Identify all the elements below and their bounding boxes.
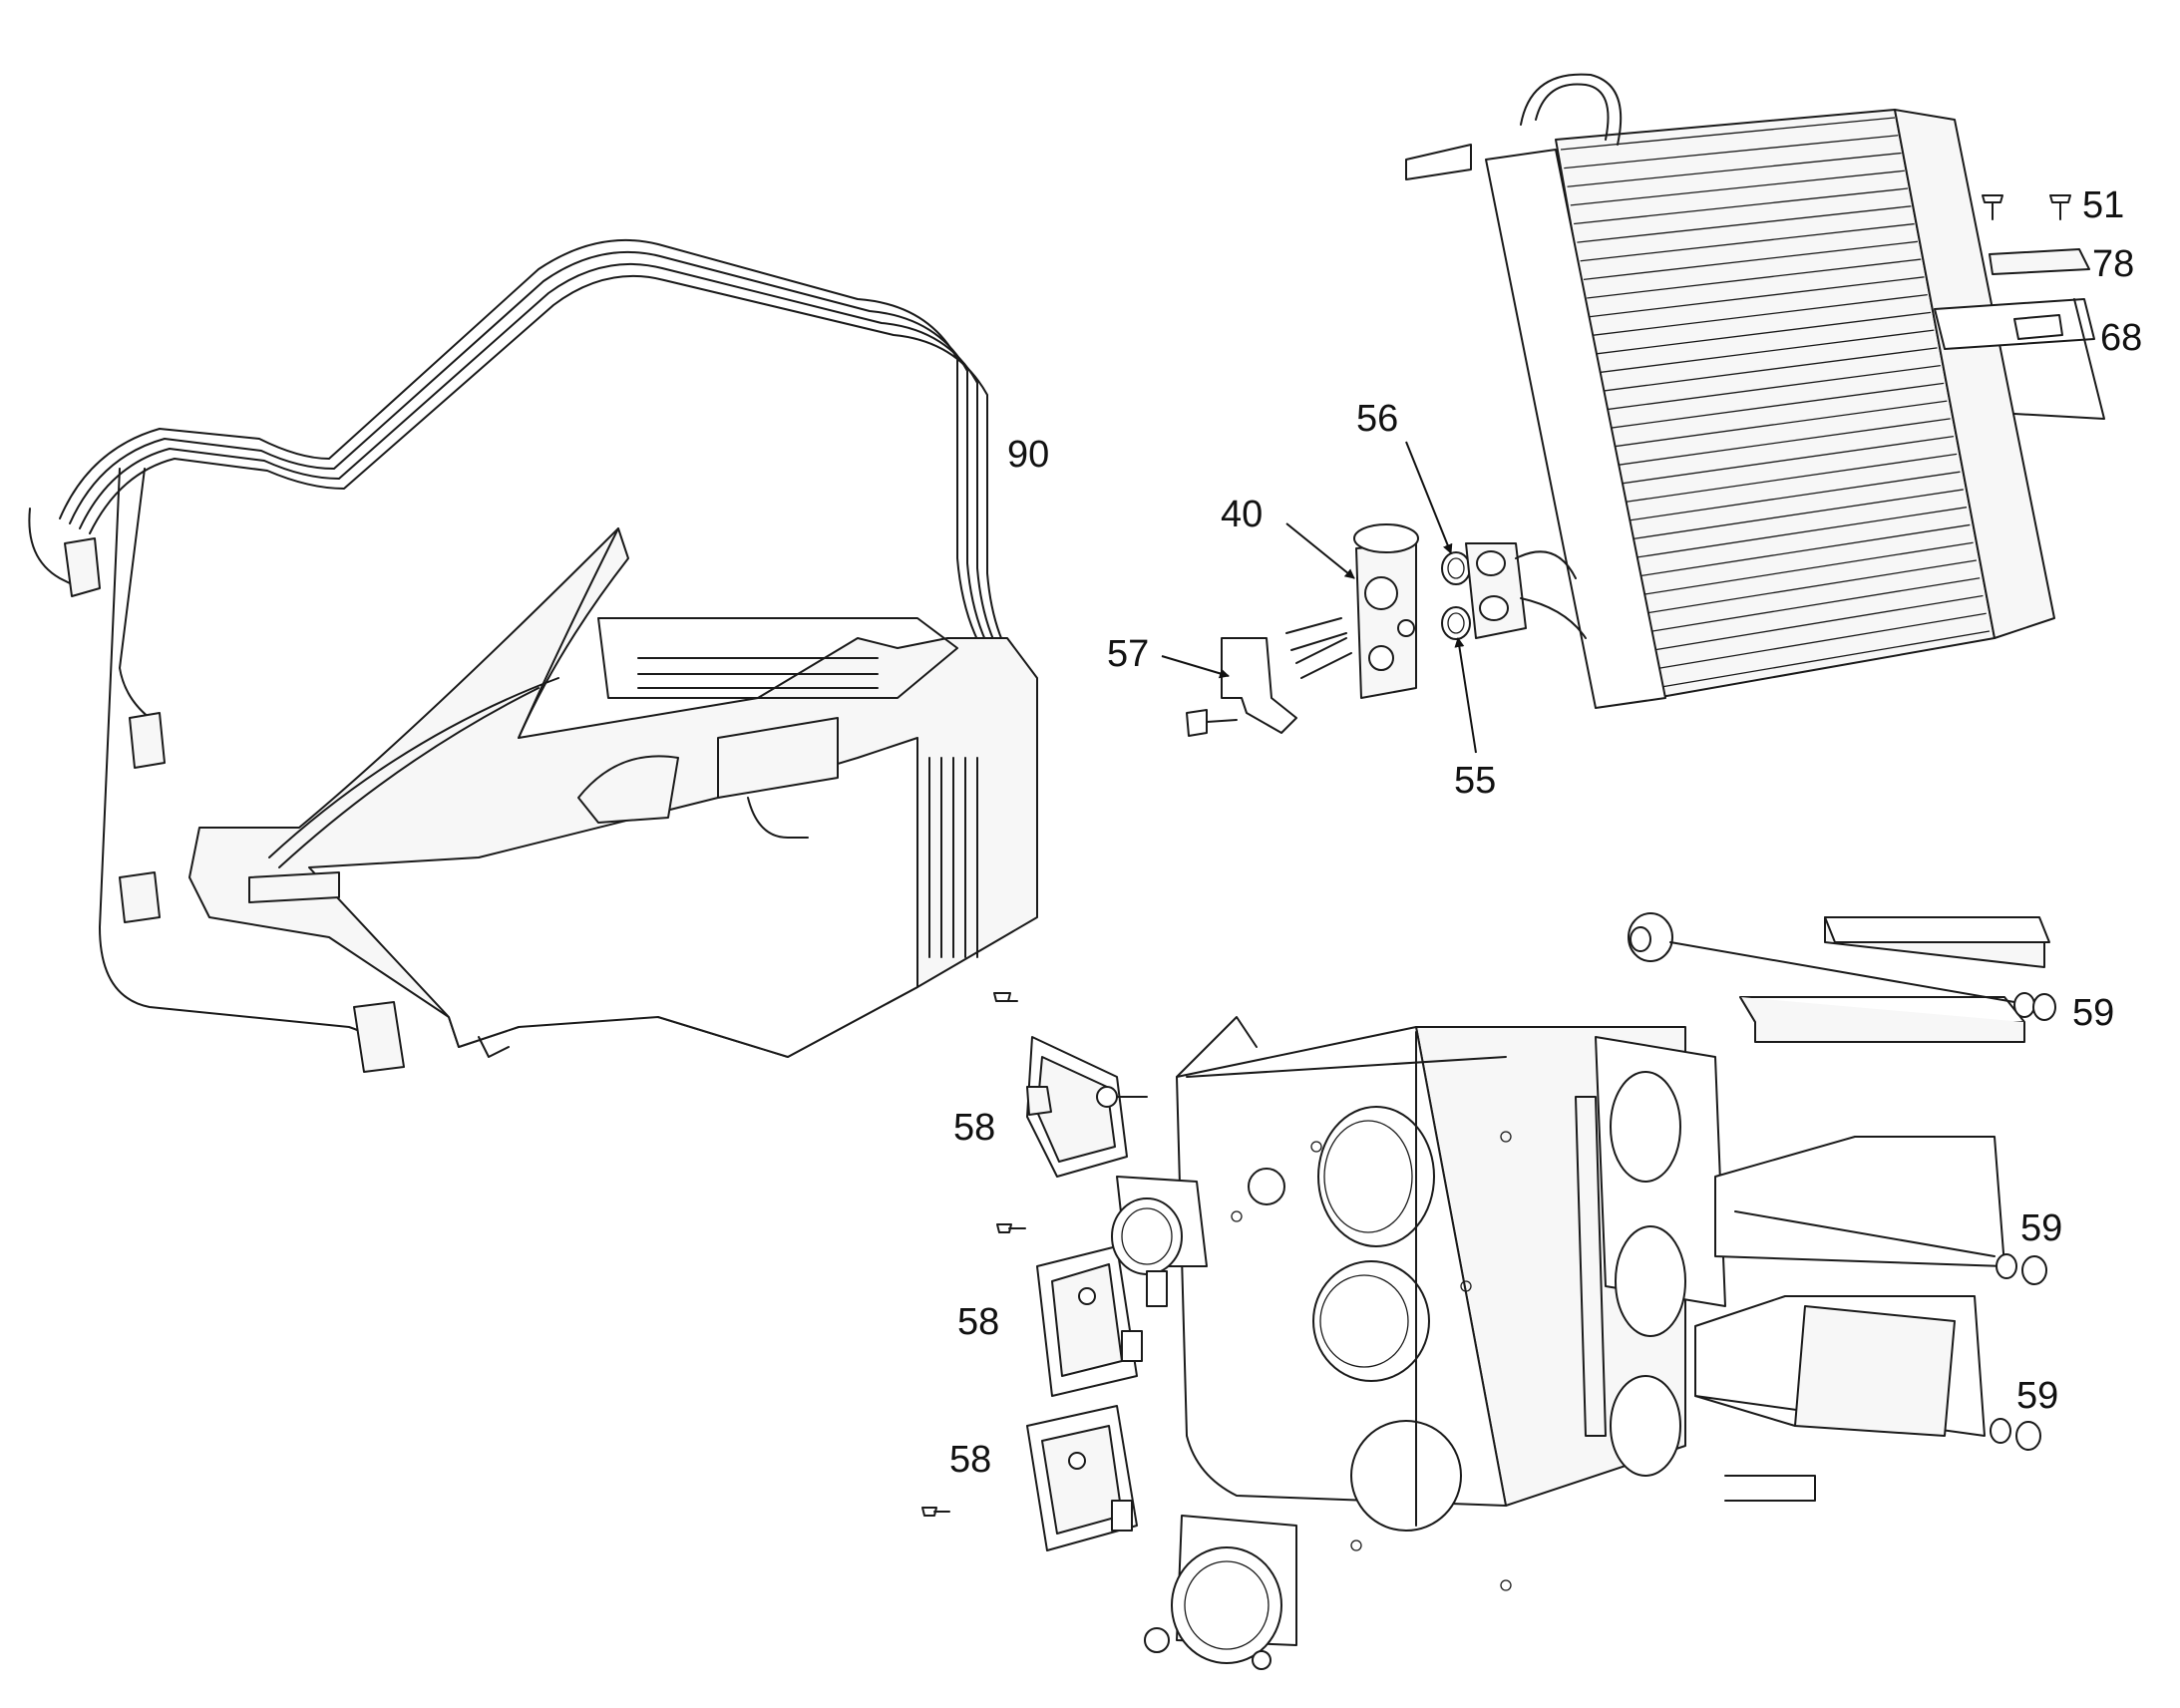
evaporator-fin (1590, 276, 1925, 318)
bracket-78 (1989, 248, 2090, 275)
evaporator-fin (1623, 453, 1958, 504)
filter-panel-right (1694, 1136, 2005, 1502)
fasteners-59-lower (1990, 1253, 2047, 1451)
callout-56: 56 (1356, 398, 1398, 440)
callout-90: 90 (1007, 434, 1049, 476)
evaporator-fin (1619, 436, 1955, 485)
evaporator-fin (1560, 117, 1896, 151)
o-ring-55 (1441, 606, 1471, 640)
evaporator-fin (1570, 170, 1905, 206)
callout-59-bottom: 59 (2016, 1375, 2058, 1417)
valve-block (1465, 542, 1587, 639)
evaporator-fin (1613, 400, 1948, 448)
hvac-housing (188, 527, 1038, 1058)
filter-pad-lower (1739, 996, 2025, 1043)
evaporator-fin (1629, 489, 1964, 540)
callout-58-middle: 58 (957, 1301, 999, 1343)
evaporator-fin (1648, 594, 1984, 652)
temperature-sensor (1628, 912, 2056, 1021)
filter-pad-upper (1824, 916, 2050, 968)
callout-55: 55 (1454, 760, 1496, 802)
leader-lines (1161, 441, 1477, 754)
evaporator-fin (1583, 240, 1919, 280)
evaporator-fin (1632, 507, 1968, 559)
evaporator-fin (1616, 418, 1951, 467)
evaporator-fin (1626, 471, 1961, 522)
evaporator-fin (1593, 293, 1928, 336)
actuator-middle (1036, 1245, 1143, 1397)
evaporator-fin (1603, 347, 1938, 392)
evaporator-fin (1567, 152, 1902, 187)
callout-59-middle: 59 (2020, 1207, 2062, 1249)
evaporator-fin (1606, 364, 1941, 411)
evaporator-fin (1587, 258, 1922, 299)
callout-59-top: 59 (2072, 992, 2114, 1034)
screws-51 (1982, 194, 2071, 220)
evaporator-fin (1580, 222, 1915, 262)
callout-40: 40 (1221, 494, 1263, 535)
actuator-upper (1026, 1036, 1148, 1178)
evaporator-core (1405, 73, 2055, 709)
evaporator-fin (1596, 311, 1932, 355)
o-ring-56 (1441, 551, 1471, 585)
duct-adapter-upper (1111, 1176, 1208, 1307)
backplate (1415, 1031, 1726, 1527)
evaporator-fin (1600, 329, 1935, 374)
evaporator-fin (1610, 382, 1945, 429)
evaporator-fin (1577, 205, 1912, 243)
actuator-lower (1026, 1405, 1138, 1551)
evaporator-fin (1654, 630, 1991, 689)
duct-adapter-lower (1144, 1515, 1297, 1670)
bracket-57 (1186, 617, 1352, 737)
callout-51: 51 (2082, 184, 2124, 226)
callout-68: 68 (2100, 317, 2142, 359)
callouts: 51 78 68 56 40 57 55 90 59 59 59 58 58 5… (949, 184, 2142, 1481)
callout-58-top: 58 (953, 1107, 995, 1149)
screws-58 (921, 992, 1026, 1517)
evaporator-fin (1645, 577, 1981, 633)
evaporator-fin (1564, 135, 1899, 170)
distribution-box (1176, 1016, 1686, 1591)
bracket-68 (1934, 298, 2105, 420)
evaporator-fin (1651, 612, 1987, 671)
evaporator-fin (1635, 523, 1971, 577)
evaporator-fin (1641, 559, 1977, 615)
evaporator-fin (1638, 541, 1974, 596)
callout-58-bottom: 58 (949, 1439, 991, 1481)
callout-78: 78 (2092, 243, 2134, 285)
expansion-valve-40 (1353, 523, 1419, 699)
callout-57: 57 (1107, 633, 1149, 675)
evaporator-fin (1574, 187, 1909, 225)
